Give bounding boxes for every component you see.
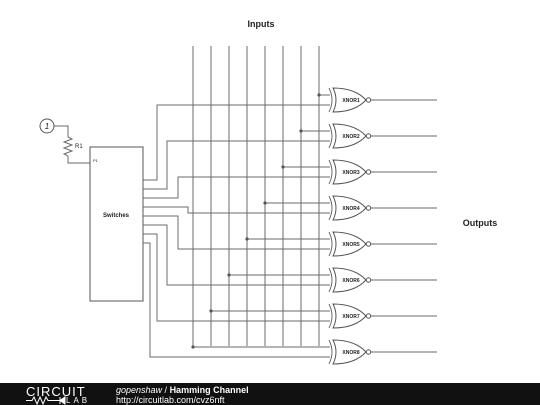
junction-dot	[227, 273, 231, 277]
xnor-body	[332, 195, 367, 221]
junction-dot	[263, 201, 267, 205]
junction-dot	[245, 237, 249, 241]
xnor-extra-curve	[328, 267, 333, 293]
xnor-bubble	[365, 169, 372, 175]
credit-separator: /	[162, 385, 170, 395]
xnor-gate-5[interactable]: XNOR5	[328, 231, 437, 257]
junction-dot	[281, 165, 285, 169]
xnor-extra-curve	[328, 87, 333, 113]
xnor-body	[332, 267, 367, 293]
xnor-label: XNOR7	[342, 314, 359, 320]
xnor-label: XNOR5	[342, 242, 359, 248]
circuitlab-logo[interactable]: CIRCUIT	[26, 384, 86, 399]
gate-input-b-wire-4	[143, 206, 330, 214]
xnor-label: XNOR8	[342, 350, 359, 356]
gate-input-b-wire-5	[143, 215, 330, 250]
switches-label: Switches	[103, 213, 130, 219]
circuit-title: Hamming Channel	[169, 385, 249, 395]
xnor-label: XNOR6	[342, 278, 359, 284]
author-name[interactable]: gopenshaw	[116, 385, 163, 395]
circuitlab-logo-sub: LAB	[66, 396, 91, 405]
gate-input-b-wire-8	[143, 242, 330, 358]
junction-dot	[317, 93, 321, 97]
xnor-gate-7[interactable]: XNOR7	[328, 303, 437, 329]
junction-dot	[299, 129, 303, 133]
junction-dot	[191, 345, 195, 349]
xnor-gate-4[interactable]: XNOR4	[328, 195, 437, 221]
xnor-gate-1[interactable]: XNOR1	[328, 87, 437, 113]
switches-block[interactable]	[89, 146, 144, 302]
xnor-bubble	[365, 313, 372, 319]
xnor-extra-curve	[328, 339, 333, 365]
circuit-url[interactable]: http://circuitlab.com/cvz6nft	[116, 395, 225, 405]
xnor-extra-curve	[328, 123, 333, 149]
xnor-bubble	[365, 241, 372, 247]
source-wire	[54, 125, 69, 137]
xnor-gate-3[interactable]: XNOR3	[328, 159, 437, 185]
xnor-label: XNOR3	[342, 170, 359, 176]
gate-input-b-wire-2	[143, 140, 330, 190]
wire-layer	[143, 46, 330, 358]
xnor-bubble	[365, 97, 372, 103]
xnor-extra-curve	[328, 303, 333, 329]
xnor-label: XNOR4	[342, 206, 359, 212]
xnor-bubble	[365, 349, 372, 355]
junction-dot	[209, 309, 213, 313]
xnor-extra-curve	[328, 231, 333, 257]
xnor-gate-8[interactable]: XNOR8	[328, 339, 437, 365]
xnor-label: XNOR2	[342, 134, 359, 140]
waveform-icon	[26, 396, 66, 405]
gate-input-b-wire-7	[143, 233, 330, 322]
gate-input-b-wire-1	[143, 104, 330, 181]
outputs-label: Outputs	[463, 218, 498, 228]
xnor-bubble	[365, 133, 372, 139]
xnor-body	[332, 159, 367, 185]
gate-input-b-wire-6	[143, 224, 330, 286]
xnor-label: XNOR1	[342, 98, 359, 104]
xnor-body	[332, 123, 367, 149]
xnor-extra-curve	[328, 159, 333, 185]
xnor-body	[332, 87, 367, 113]
credit-line: gopenshaw / Hamming Channel	[116, 385, 249, 395]
resistor-r1[interactable]	[62, 136, 74, 157]
xnor-body	[332, 303, 367, 329]
footer-bar	[0, 383, 540, 405]
xnor-extra-curve	[328, 195, 333, 221]
switch-pin-label: P1	[93, 158, 99, 163]
xnor-body	[332, 339, 367, 365]
xnor-bubble	[365, 205, 372, 211]
xnor-gate-6[interactable]: XNOR6	[328, 267, 437, 293]
voltage-source-label: 1	[45, 122, 49, 131]
gate-input-b-wire-3	[143, 176, 330, 199]
xnor-body	[332, 231, 367, 257]
inputs-label: Inputs	[248, 19, 275, 29]
schematic-svg: Inputs Outputs 1 R1 P1 Switches XNOR1XNO…	[39, 19, 498, 365]
resistor-to-switch-wire	[67, 156, 90, 164]
resistor-label: R1	[75, 144, 83, 150]
xnor-gate-2[interactable]: XNOR2	[328, 123, 437, 149]
xnor-bubble	[365, 277, 372, 283]
